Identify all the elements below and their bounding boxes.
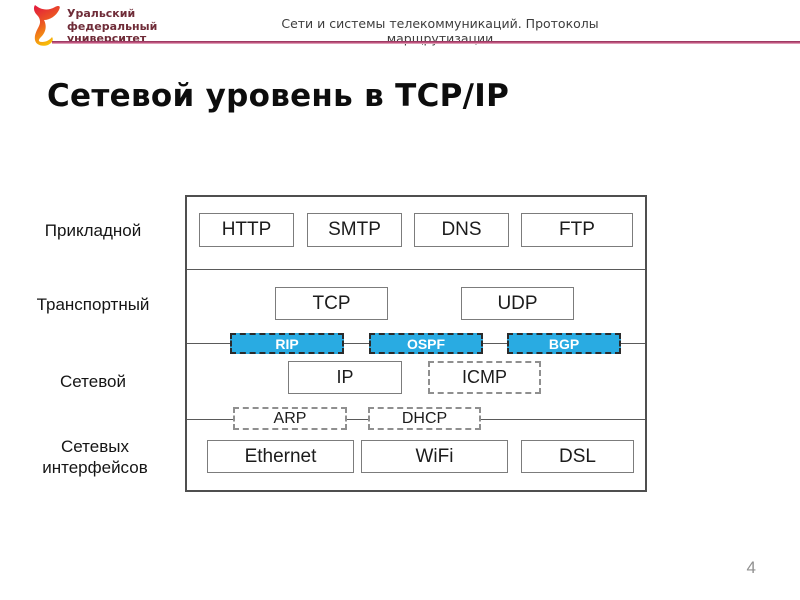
protocol-box-ip: IP: [288, 361, 402, 394]
urfu-logo-text: Уральский федеральный университет: [67, 7, 158, 46]
protocol-box-ftp: FTP: [521, 213, 633, 247]
layer-label-transport: Транспортный: [36, 295, 150, 314]
header-divider-rule: [52, 41, 800, 44]
protocol-box-http: HTTP: [199, 213, 294, 247]
layer-label-network: Сетевой: [59, 372, 126, 391]
slide-title: Сетевой уровень в TCP/IP: [47, 78, 510, 114]
protocol-box-wifi: WiFi: [361, 440, 508, 473]
protocol-box-icmp: ICMP: [428, 361, 541, 394]
logo-line: федеральный: [67, 19, 158, 33]
urfu-logo-icon: [28, 4, 62, 46]
protocol-box-ospf: OSPF: [369, 333, 483, 354]
page-number: 4: [746, 558, 756, 577]
protocol-box-tcp: TCP: [275, 287, 388, 320]
logo-line: Уральский: [67, 7, 136, 20]
protocol-box-bgp: BGP: [507, 333, 621, 354]
layer-label-interfaces: Сетевых интерфейсов: [42, 437, 148, 477]
protocol-box-dsl: DSL: [521, 440, 634, 473]
protocol-box-dns: DNS: [414, 213, 509, 247]
layer-label-application: Прикладной: [44, 221, 142, 240]
protocol-box-udp: UDP: [461, 287, 574, 320]
layer-divider: [187, 269, 645, 270]
protocol-box-rip: RIP: [230, 333, 344, 354]
protocol-box-dhcp: DHCP: [368, 407, 481, 430]
protocol-box-arp: ARP: [233, 407, 347, 430]
protocol-stack-diagram: HTTP SMTP DNS FTP TCP UDP RIP OSPF BGP I…: [185, 195, 647, 492]
protocol-box-smtp: SMTP: [307, 213, 402, 247]
protocol-box-ethernet: Ethernet: [207, 440, 354, 473]
